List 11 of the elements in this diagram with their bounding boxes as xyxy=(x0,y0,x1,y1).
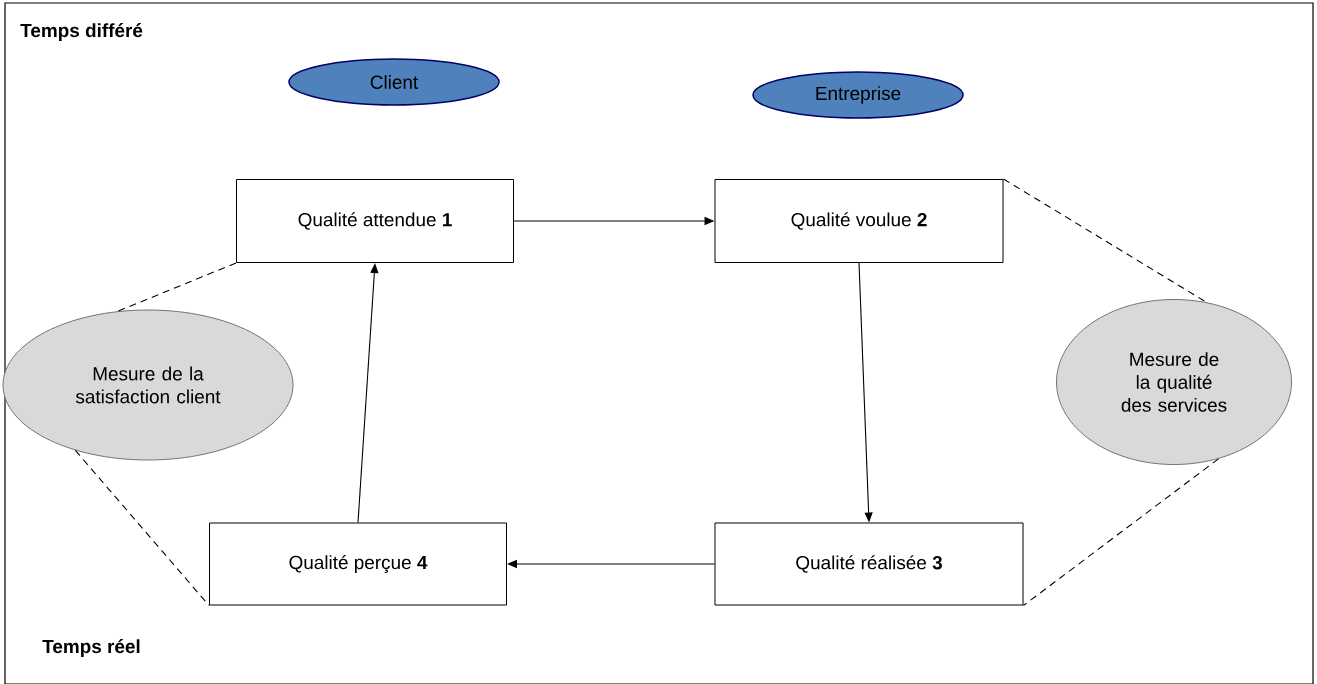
dashed-line xyxy=(1022,458,1219,607)
process-box: Qualité voulue 2 xyxy=(714,179,1004,263)
dashed-line xyxy=(117,262,237,312)
dashed-line xyxy=(1002,178,1207,303)
dashed-line xyxy=(74,449,210,607)
process-box: Qualité réalisée 3 xyxy=(714,522,1024,606)
region-label: Temps réel xyxy=(42,639,140,657)
region-label: Temps différé xyxy=(20,23,143,41)
process-box: Qualité attendue 1 xyxy=(236,179,514,263)
process-box: Qualité perçue 4 xyxy=(209,522,507,606)
arrow xyxy=(357,263,379,524)
